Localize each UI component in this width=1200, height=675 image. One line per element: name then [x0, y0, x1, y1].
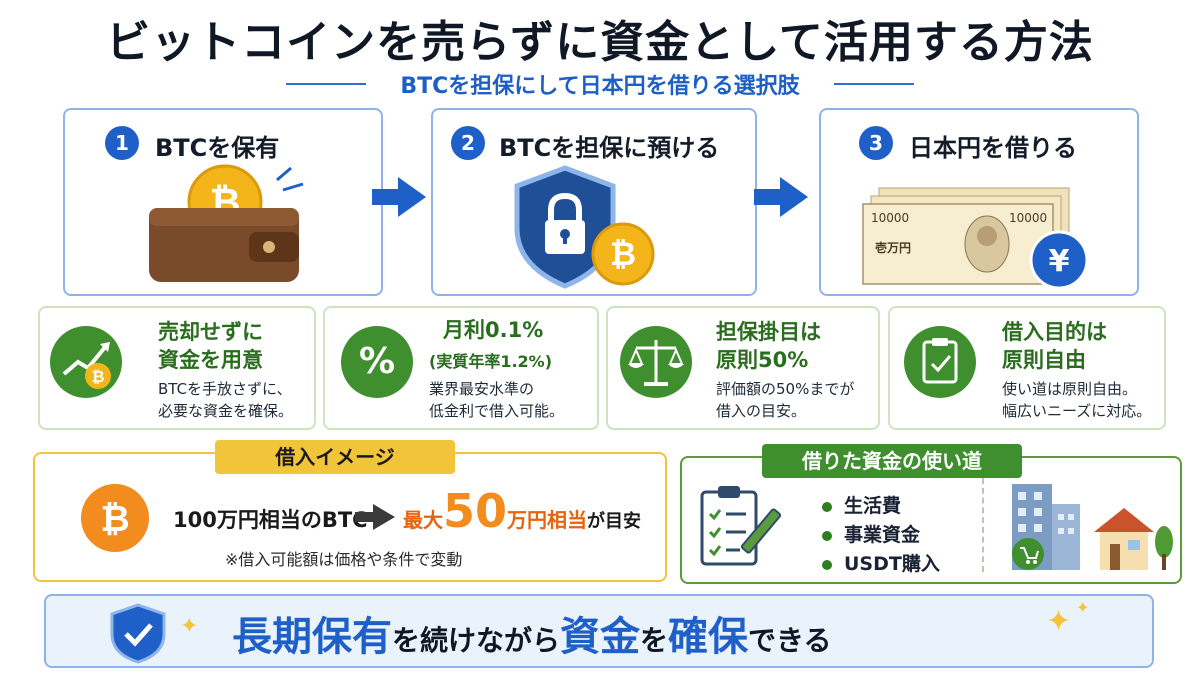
- svg-text:₿: ₿: [100, 499, 129, 540]
- feature-title: 原則自由: [1002, 348, 1086, 372]
- clipboard-check-icon: [904, 326, 976, 398]
- page-title: ビットコインを売らずに資金として活用する方法: [106, 17, 1094, 68]
- feature-desc: 低金利で借入可能。: [429, 402, 565, 420]
- loan-from-amount: 100万円相当のBTC: [173, 508, 368, 532]
- uses-list: 生活費 事業資金 USDT購入: [822, 492, 940, 579]
- bottom-banner: ✦ 長期保有を続けながら資金を確保できる ✦ ✦: [44, 594, 1154, 668]
- divider: [982, 478, 984, 572]
- loan-note: ※借入可能額は価格や条件で変動: [225, 550, 463, 569]
- feature-subtitle: (実質年率1.2%): [429, 352, 553, 371]
- feature-title: 月利0.1%: [443, 318, 544, 342]
- step-number: 1: [105, 126, 139, 160]
- subtitle-left-rule: [286, 83, 366, 85]
- shield-check-icon: [110, 603, 166, 664]
- feature-desc: BTCを手放さずに、: [158, 380, 292, 398]
- percent-icon: %: [341, 326, 413, 398]
- sparkle-icon: ✦: [180, 614, 199, 639]
- step-card-deposit: 2 BTCを担保に預ける ₿: [431, 108, 757, 296]
- feature-title: 担保掛目は: [716, 320, 821, 344]
- step-label: BTCを保有: [155, 134, 280, 162]
- bitcoin-icon: ₿: [610, 235, 636, 273]
- feature-desc: 必要な資金を確保。: [158, 402, 294, 420]
- step-label: 日本円を借りる: [909, 134, 1077, 162]
- feature-title: 原則50%: [716, 348, 809, 372]
- sparkle-icon: ✦: [1076, 598, 1090, 617]
- subtitle: BTCを担保にして日本円を借りる選択肢: [400, 74, 800, 99]
- banner-text: 長期保有を続けながら資金を確保できる: [232, 614, 832, 660]
- step-card-borrow: 3 日本円を借りる 10000 10000 壱万円 ¥: [819, 108, 1139, 296]
- clipboard-pencil-icon: [700, 486, 782, 566]
- loan-max-amount: 最大50万円相当が目安: [403, 484, 642, 538]
- feature-desc: 使い道は原則自由。: [1002, 380, 1138, 398]
- uses-item: 事業資金: [822, 521, 940, 550]
- svg-text:¥: ¥: [1049, 244, 1070, 279]
- feature-desc: 幅広いニーズに対応。: [1002, 402, 1152, 420]
- feature-desc: 借入の目安。: [716, 402, 807, 420]
- bitcoin-icon: ₿: [81, 484, 149, 552]
- svg-text:10000: 10000: [871, 211, 909, 225]
- feature-title: 売却せずに: [158, 320, 263, 344]
- feature-desc: 評価額の50%までが: [716, 380, 855, 398]
- loan-image-tag: 借入イメージ: [215, 440, 455, 474]
- yen-banknotes-icon: 10000 10000 壱万円 ¥: [862, 187, 1089, 290]
- uses-item: 生活費: [822, 492, 940, 521]
- scale-icon: [620, 326, 692, 398]
- subtitle-row: BTCを担保にして日本円を借りる選択肢: [0, 68, 1200, 99]
- step-number: 2: [451, 126, 485, 160]
- sparkle-icon: ✦: [1046, 604, 1072, 639]
- step-label: BTCを担保に預ける: [499, 134, 720, 162]
- growth-chart-icon: ₿: [50, 326, 122, 398]
- arrow-right-icon: [370, 175, 430, 223]
- arrow-right-icon: [355, 504, 395, 530]
- uses-item: USDT購入: [822, 550, 940, 579]
- subtitle-right-rule: [834, 83, 914, 85]
- svg-text:壱万円: 壱万円: [875, 240, 911, 255]
- bitcoin-icon: ₿: [91, 367, 104, 386]
- feature-title: 借入目的は: [1002, 320, 1107, 344]
- loan-image-panel: 借入イメージ ₿ 100万円相当のBTC 最大50万円相当が目安 ※借入可能額は…: [33, 440, 667, 582]
- step-card-hold: 1 BTCを保有 ₿: [63, 108, 383, 296]
- wallet-icon: ₿: [149, 164, 304, 282]
- uses-tag: 借りた資金の使い道: [762, 444, 1022, 478]
- feature-card-purpose: 借入目的は 原則自由 使い道は原則自由。 幅広いニーズに対応。: [888, 306, 1166, 430]
- feature-card-no-sell: ₿ 売却せずに 資金を用意 BTCを手放さずに、 必要な資金を確保。: [38, 306, 316, 430]
- step-number: 3: [859, 126, 893, 160]
- feature-desc: 業界最安水準の: [429, 380, 535, 398]
- feature-card-ltv: 担保掛目は 原則50% 評価額の50%までが 借入の目安。: [606, 306, 880, 430]
- feature-card-interest: % 月利0.1% (実質年率1.2%) 業界最安水準の 低金利で借入可能。: [323, 306, 599, 430]
- shield-lock-icon: ₿: [514, 165, 655, 289]
- feature-title: 資金を用意: [158, 348, 263, 372]
- svg-text:10000: 10000: [1009, 211, 1047, 225]
- buildings-house-icon: [1012, 484, 1173, 570]
- arrow-right-icon: [752, 175, 812, 223]
- uses-panel: 借りた資金の使い道 生活費 事業資金 USDT購入: [680, 444, 1182, 584]
